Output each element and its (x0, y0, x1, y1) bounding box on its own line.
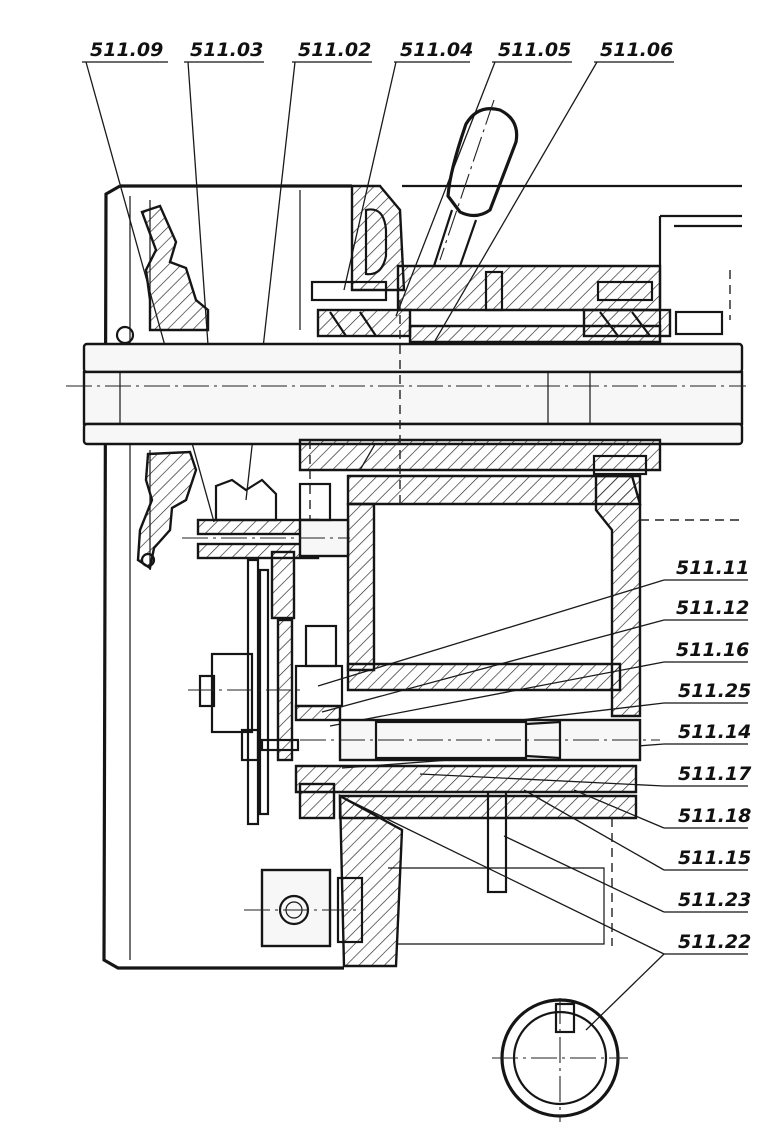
bearing-left-upper (316, 308, 412, 338)
label-underlines-right (664, 579, 748, 955)
label-511-22: 511.22 (678, 931, 751, 953)
lever-handle (432, 99, 519, 267)
lower-gear-case (298, 300, 742, 718)
gear-cluster-left (182, 440, 350, 620)
label-511-16: 511.16 (676, 639, 749, 661)
hub-left (188, 652, 300, 762)
label-511-09: 511.09 (90, 39, 163, 61)
label-511-06: 511.06 (600, 39, 673, 61)
bottom-housing (294, 764, 638, 968)
label-511-05: 511.05 (498, 39, 571, 61)
label-511-15: 511.15 (678, 847, 751, 869)
label-511-04: 511.04 (400, 39, 473, 61)
pulley-top (115, 204, 210, 345)
pulley-bottom (136, 450, 198, 570)
label-511-23: 511.23 (678, 889, 751, 911)
label-group-right: 511.11 511.12 511.16 511.25 511.14 511.1… (676, 557, 752, 953)
label-511-11: 511.11 (676, 557, 749, 579)
label-511-17: 511.17 (678, 763, 752, 785)
intermediate-shaft (300, 718, 660, 762)
label-511-25: 511.25 (678, 680, 751, 702)
upper-gear-case (310, 184, 742, 344)
label-511-18: 511.18 (678, 805, 751, 827)
bearing-right-upper (582, 308, 672, 338)
detail-circle (492, 998, 628, 1122)
clamp-block (244, 868, 364, 948)
label-511-14: 511.14 (678, 721, 751, 743)
label-511-03: 511.03 (190, 39, 263, 61)
label-511-02: 511.02 (298, 39, 371, 61)
label-511-12: 511.12 (676, 597, 749, 619)
label-group-top: 511.09 511.03 511.02 511.04 511.05 511.0… (90, 39, 673, 61)
main-shaft (66, 342, 746, 446)
